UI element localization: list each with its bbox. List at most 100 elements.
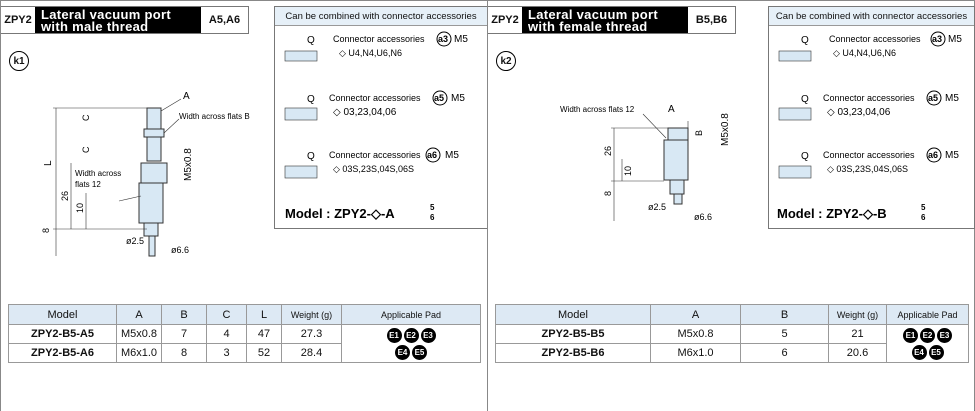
- 2-badge: a6: [427, 150, 437, 160]
- 1-1: M6x1.0: [116, 343, 162, 363]
- 1-1: M6x1.0: [650, 343, 741, 363]
- 1-3: 3: [206, 343, 247, 363]
- pads-0: E1: [386, 327, 402, 343]
- headers-4: Applicable Pad: [886, 304, 969, 325]
- 1-thread: M5: [945, 93, 959, 104]
- pads-3: E4: [911, 344, 927, 360]
- 0-3: 4: [206, 324, 247, 344]
- drawing-labels-flats-b: Width across flats B: [179, 112, 250, 121]
- drawing-labels-d8: 8: [603, 191, 613, 196]
- headers-1: A: [116, 304, 162, 325]
- 0-q: Q: [307, 35, 315, 46]
- headers-2: B: [740, 304, 829, 325]
- 2-badge: a6: [928, 150, 938, 160]
- 1-4: 52: [246, 343, 282, 363]
- pads-4: E5: [412, 344, 427, 360]
- drawing-labels-d25: ø2.5: [648, 202, 666, 212]
- 1-title-line1: Lateral vacuum port: [528, 7, 658, 22]
- headers-6: Applicable Pad: [341, 304, 481, 325]
- 0-2: 5: [740, 324, 829, 344]
- pads-1: E2: [920, 327, 935, 343]
- connector-model-prefix: Model : ZPY2-◇-B: [777, 206, 887, 221]
- 0-badge: a3: [932, 34, 942, 44]
- 1-badge: a5: [434, 93, 444, 103]
- dimension-drawing: Width across flats 12 A B M5x0.8 26 10 8…: [560, 104, 731, 222]
- 1-0: ZPY2-B5-A6: [8, 343, 117, 363]
- 1-thread: M5: [451, 93, 465, 104]
- connector-model-prefix: Model : ZPY2-◇-A: [285, 206, 395, 221]
- drawing-labels-flats12-2: flats 12: [75, 180, 101, 189]
- 0-label: Connector accessories: [829, 34, 921, 44]
- series-code: ZPY2: [4, 14, 32, 26]
- variant-codes: B5,B6: [695, 14, 728, 26]
- 1-options: ◇ 03,23,04,06: [333, 107, 397, 118]
- pads-1: E2: [403, 327, 419, 343]
- 1-label: Connector accessories: [823, 93, 915, 103]
- 2-label: Connector accessories: [329, 150, 421, 160]
- drawing-labels-d26: 26: [603, 146, 613, 156]
- 1-2: 8: [161, 343, 207, 363]
- drawing-labels-m5: M5x0.8: [720, 113, 731, 146]
- 1-q: Q: [307, 94, 315, 105]
- 0-q: Q: [801, 35, 809, 46]
- drawing-labels-l: L: [43, 160, 54, 166]
- drawing-labels-d25: ø2.5: [126, 236, 144, 246]
- drawing-labels-a: A: [668, 104, 675, 115]
- headers-4: L: [246, 304, 282, 325]
- pads-3: E4: [395, 344, 410, 360]
- diagram-mark: k2: [496, 51, 516, 71]
- 0-badge: a3: [438, 34, 448, 44]
- 0-thread: M5: [454, 34, 468, 45]
- drawing-labels-d10: 10: [75, 203, 85, 213]
- connector-item-a5: Q Connector accessories a5 M5 ◇ 03,23,04,06: [284, 90, 465, 121]
- drawing-labels-flats12-1: Width across: [75, 169, 121, 178]
- 0-0: ZPY2-B5-A5: [8, 324, 117, 344]
- drawing-labels-a: A: [183, 91, 190, 102]
- 2-q: Q: [801, 151, 809, 162]
- headers-3: C: [206, 304, 247, 325]
- pads-2: E3: [420, 327, 436, 343]
- pads-0: E1: [903, 327, 918, 343]
- drawing-labels-d66: ø6.6: [171, 245, 189, 255]
- connector-header: Can be combined with connector accessori…: [769, 7, 974, 26]
- 1-2: 6: [740, 343, 829, 363]
- pads-2: E3: [937, 327, 952, 343]
- 0-thread: M5: [948, 34, 962, 45]
- 0-4: 47: [246, 324, 282, 344]
- diagram-mark: k1: [9, 51, 29, 71]
- 2-options: ◇ 03S,23S,04S,06S: [333, 164, 414, 174]
- drawing-labels-flats12: Width across flats 12: [560, 105, 635, 114]
- drawing-labels-b: B: [694, 130, 704, 136]
- 0-options: ◇ U4,N4,U6,N6: [339, 48, 402, 58]
- connector-item-a6: Q Connector accessories a6 M5 ◇ 03S,23S,04S,…: [284, 147, 459, 179]
- drawing-labels-d66: ø6.6: [694, 212, 712, 222]
- 2-thread: M5: [445, 150, 459, 161]
- connector-accessories-box: Can be combined with connector accessori…: [274, 6, 488, 229]
- headers-2: B: [161, 304, 207, 325]
- headers-3: Weight (g): [828, 304, 887, 325]
- 1-q: Q: [801, 94, 809, 105]
- 0-title-line1: Lateral vacuum port: [41, 7, 171, 22]
- 1-label: Connector accessories: [329, 93, 421, 103]
- connector-model-sub: 6: [921, 213, 926, 222]
- 1-5: 28.4: [281, 343, 342, 363]
- 0-1: M5x0.8: [650, 324, 741, 344]
- 2-q: Q: [307, 151, 315, 162]
- 0-1: M5x0.8: [116, 324, 162, 344]
